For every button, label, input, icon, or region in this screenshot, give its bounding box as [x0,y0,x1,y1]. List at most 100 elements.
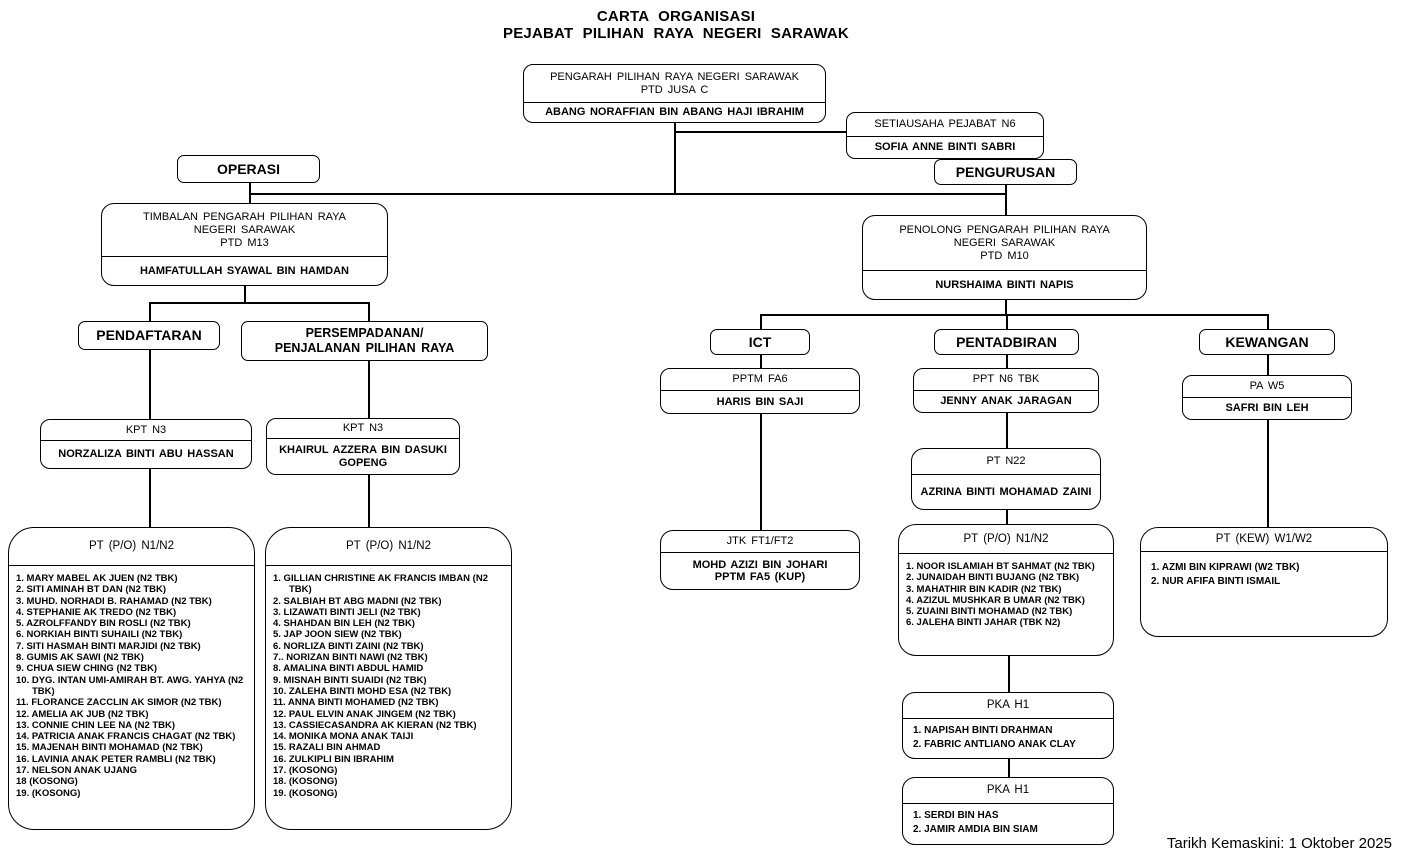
list-item: 3. MAHATHIR BIN KADIR (N2 TBK) [906,583,1062,595]
list-item: 3. LIZAWATI BINTI JELI (N2 TBK) [273,606,421,618]
role-title-line2: NEGERI SARAWAK [953,236,1056,249]
list-item: 10. ZALEHA BINTI MOHD ESA (N2 TBK) [273,685,452,697]
connector-line [249,193,1006,195]
unit-label-pentadbiran: PENTADBIRAN [934,329,1079,355]
list-item: 2. JAMIR AMDIA BIN SIAM [913,824,1038,835]
role-title: KPT N3 [125,423,167,436]
connector-line [674,123,676,193]
node-timbalan: TIMBALAN PENGARAH PILIHAN RAYA NEGERI SA… [101,203,388,286]
list-item: 17. (KOSONG) [273,765,338,777]
role-title: PT (P/O) N1/N2 [346,540,431,552]
list-item: 3. MUHD. NORHADI B. RAHAMAD (N2 TBK) [16,595,212,607]
unit-label-text: PENTADBIRAN [956,333,1057,350]
role-grade: PTD M10 [980,249,1029,262]
staff-list: 1. AZMI BIN KIPRAWI (W2 TBK)2. NUR AFIFA… [1141,551,1387,636]
unit-label-text: KEWANGAN [1225,333,1309,350]
list-item: 14. PATRICIA ANAK FRANCIS CHAGAT (N2 TBK… [16,731,236,743]
list-item: 1. GILLIAN CHRISTINE AK FRANCIS IMBAN (N… [273,573,488,596]
unit-label-persempadanan: PERSEMPADANAN/ PENJALANAN PILIHAN RAYA [241,321,488,361]
list-item: 11. FLORANCE ZACCLIN AK SIMOR (N2 TBK) [16,697,222,709]
connector-line [368,361,370,418]
list-item: 5. ZUAINI BINTI MOHAMAD (N2 TBK) [906,606,1073,618]
role-title: PENGARAH PILIHAN RAYA NEGERI SARAWAK [550,70,799,83]
list-item: 19. (KOSONG) [273,787,338,799]
person-name: NORZALIZA BINTI ABU HASSAN [41,440,251,468]
unit-label-pendaftaran: PENDAFTARAN [78,321,220,350]
person-name: MOHD AZIZI BIN JOHARI PPTM FA5 (KUP) [661,552,859,589]
node-pt-po-pendaftaran: PT (P/O) N1/N2 1. MARY MABEL AK JUEN (N2… [8,527,255,830]
connector-line [1006,355,1008,368]
role-title: PPTM FA6 [732,373,788,385]
connector-line [1006,413,1008,448]
chart-title: CARTA ORGANISASI PEJABAT PILIHAN RAYA NE… [276,8,1076,42]
branch-label-text: OPERASI [216,160,280,177]
unit-label-line2: PENJALANAN PILIHAN RAYA [274,341,455,355]
person-grade-note: PPTM FA5 (KUP) [714,571,806,583]
staff-list: 1. MARY MABEL AK JUEN (N2 TBK)2. SITI AM… [9,565,254,829]
unit-label-line1: PERSEMPADANAN/ [305,326,424,340]
role-title-line1: TIMBALAN PENGARAH PILIHAN RAYA [142,210,347,223]
staff-list: 1. NOOR ISLAMIAH BT SAHMAT (N2 TBK)2. JU… [899,553,1113,655]
connector-line [760,314,762,329]
list-item: 15. RAZALI BIN AHMAD [273,742,381,754]
role-title: PT N22 [986,455,1026,467]
node-pa: PA W5 SAFRI BIN LEH [1182,375,1352,420]
node-ppt: PPT N6 TBK JENNY ANAK JARAGAN [913,368,1099,413]
unit-label-ict: ICT [710,329,810,355]
list-item: 7. SITI HASMAH BINTI MARJIDI (N2 TBK) [16,640,201,652]
list-item: 16. LAVINIA ANAK PETER RAMBLI (N2 TBK) [16,753,216,765]
list-item: 2. JUNAIDAH BINTI BUJANG (N2 TBK) [906,572,1080,584]
connector-line [1008,656,1010,692]
connector-line [760,414,762,530]
role-grade: PTD JUSA C [640,83,709,96]
node-pt-kew: PT (KEW) W1/W2 1. AZMI BIN KIPRAWI (W2 T… [1140,527,1388,637]
node-penolong: PENOLONG PENGARAH PILIHAN RAYA NEGERI SA… [862,215,1147,300]
connector-line [1008,759,1010,777]
unit-label-text: PENDAFTARAN [96,327,202,343]
person-name: JENNY ANAK JARAGAN [914,390,1098,412]
list-item: 6. NORKIAH BINTI SUHAILI (N2 TBK) [16,629,183,641]
person-name: AZRINA BINTI MOHAMAD ZAINI [912,474,1100,509]
node-setiausaha: SETIAUSAHA PEJABAT N6 SOFIA ANNE BINTI S… [846,112,1044,159]
role-header: PENOLONG PENGARAH PILIHAN RAYA NEGERI SA… [863,216,1146,270]
role-title: PPT N6 TBK [972,373,1040,385]
connector-line [368,302,370,321]
connector-line [149,469,151,527]
list-item: 13. CASSIECASANDRA AK KIERAN (N2 TBK) [273,719,477,731]
role-title-line1: PENOLONG PENGARAH PILIHAN RAYA [899,223,1110,236]
list-item: 1. MARY MABEL AK JUEN (N2 TBK) [16,573,178,584]
list-item: 4. STEPHANIE AK TREDO (N2 TBK) [16,606,177,618]
role-grade: PTD M13 [220,236,269,249]
list-item: 11. ANNA BINTI MOHAMED (N2 TBK) [273,697,439,709]
list-item: 12. PAUL ELVIN ANAK JINGEM (N2 TBK) [273,708,456,720]
person-name: ABANG NORAFFIAN BIN ABANG HAJI IBRAHIM [524,102,825,122]
branch-label-pengurusan: PENGURUSAN [934,159,1077,185]
role-title: PT (KEW) W1/W2 [1215,533,1313,545]
node-kpt-persempadanan: KPT N3 KHAIRUL AZZERA BIN DASUKI GOPENG [266,418,460,475]
node-pt-n22: PT N22 AZRINA BINTI MOHAMAD ZAINI [911,448,1101,510]
role-title: PT (P/O) N1/N2 [89,540,174,552]
list-item: 14. MONIKA MONA ANAK TAIJI [273,731,414,743]
connector-line [149,350,151,419]
connector-line [244,286,246,302]
node-pptm: PPTM FA6 HARIS BIN SAJI [660,368,860,414]
node-kpt-pendaftaran: KPT N3 NORZALIZA BINTI ABU HASSAN [40,419,252,469]
last-updated-date: Tarikh Kemaskini: 1 Oktober 2025 [1166,835,1392,852]
list-item: 1. NOOR ISLAMIAH BT SAHMAT (N2 TBK) [906,561,1095,572]
node-jtk: JTK FT1/FT2 MOHD AZIZI BIN JOHARI PPTM F… [660,530,860,590]
node-pt-po-persempadanan: PT (P/O) N1/N2 1. GILLIAN CHRISTINE AK F… [265,527,512,830]
role-title: JTK FT1/FT2 [726,535,794,547]
list-item: 5. JAP JOON SIEW (N2 TBK) [273,629,402,641]
branch-label-text: PENGURUSAN [955,163,1056,180]
branch-label-operasi: OPERASI [177,155,320,183]
role-header: TIMBALAN PENGARAH PILIHAN RAYA NEGERI SA… [102,204,387,256]
list-item: 13. CONNIE CHIN LEE NA (N2 TBK) [16,719,176,731]
staff-list: 1. GILLIAN CHRISTINE AK FRANCIS IMBAN (N… [266,565,511,829]
list-item: 12. AMELIA AK JUB (N2 TBK) [16,708,149,720]
list-item: 10. DYG. INTAN UMI-AMIRAH BT. AWG. YAHYA… [16,674,244,697]
